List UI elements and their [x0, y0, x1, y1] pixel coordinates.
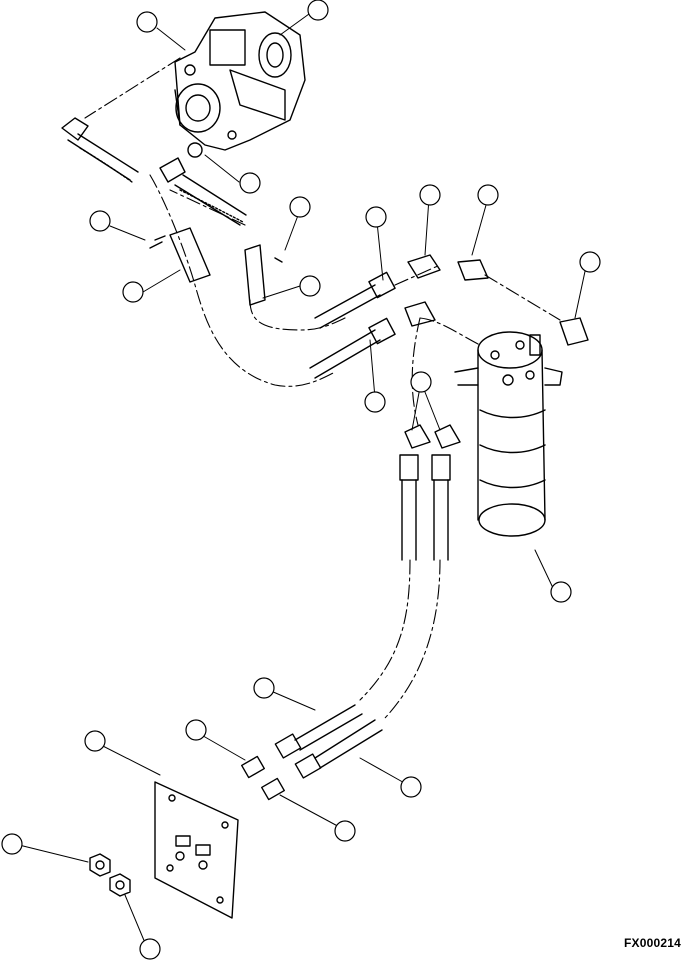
elbow-fitting-1 [408, 255, 440, 278]
hose-clamp-left [150, 228, 210, 282]
elbow-fitting-2 [458, 260, 488, 280]
hose-lower-upper [275, 705, 362, 758]
hose-vertical-left [400, 455, 418, 560]
elbow-fitting-3 [405, 302, 435, 326]
callout-12 [365, 392, 385, 412]
figure-code: FX000214 [624, 936, 681, 950]
callout-6 [290, 197, 310, 217]
callout-2 [308, 0, 328, 20]
elbow-fitting-6 [435, 425, 460, 448]
lock-nut-1 [90, 854, 110, 876]
callout-circles [2, 0, 600, 959]
swivel-joint [455, 332, 562, 536]
hydraulic-pump [175, 12, 305, 157]
callout-19 [335, 821, 355, 841]
callout-7 [300, 276, 320, 296]
hose-clamp-middle [245, 245, 282, 305]
adapter-fitting-1 [242, 756, 265, 777]
hose-lower-lower [295, 720, 382, 778]
hose-vertical-right [432, 455, 450, 560]
hose-middle-upper [315, 272, 395, 328]
callout-14 [551, 582, 571, 602]
callout-10 [478, 185, 498, 205]
callout-5 [123, 282, 143, 302]
hose-routing-lines [85, 58, 560, 718]
elbow-fitting-4 [560, 318, 588, 345]
hose-upper-middle [160, 158, 246, 225]
callout-13 [411, 372, 431, 392]
elbow-fitting-5 [405, 425, 430, 448]
hose-upper-left [62, 118, 138, 182]
lock-nut-2 [110, 874, 130, 896]
hose-middle-lower [310, 318, 395, 378]
callout-4 [90, 211, 110, 231]
callout-1 [137, 12, 157, 32]
callout-18 [401, 777, 421, 797]
callout-17 [85, 731, 105, 751]
callout-16 [186, 720, 206, 740]
bulkhead-plate [155, 782, 238, 918]
adapter-fitting-2 [262, 778, 285, 799]
callout-11 [580, 252, 600, 272]
callout-leader-lines [15, 14, 587, 950]
callout-15 [254, 678, 274, 698]
callout-20 [2, 834, 22, 854]
callout-8 [366, 207, 386, 227]
callout-9 [420, 185, 440, 205]
callout-3 [240, 173, 260, 193]
callout-21 [140, 939, 160, 959]
